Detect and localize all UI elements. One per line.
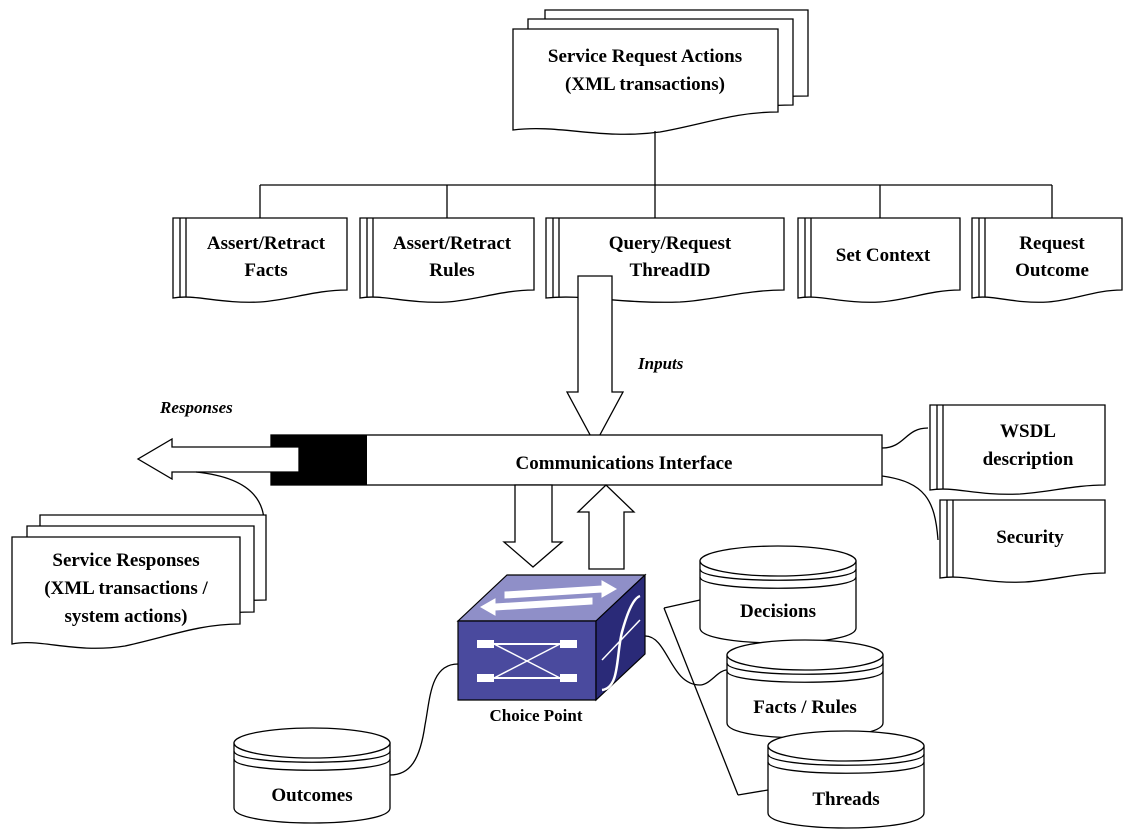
action-tree-connector [259,131,1053,218]
inputs-label: Inputs [637,354,684,373]
wsdl-description-doc: WSDL description [929,404,1106,495]
store-threads: Threads [767,730,925,829]
store-label: Facts / Rules [753,697,856,718]
action-label-line2: Rules [429,260,474,281]
action-label-line1: Assert/Retract [393,233,512,254]
responses-connector [195,471,265,521]
security-doc: Security [939,499,1106,583]
store-decisions: Decisions [699,545,857,644]
service-responses-doc: Service Responses (XML transactions / sy… [11,514,267,649]
security-label: Security [996,527,1064,548]
request-actions-title-line1: Service Request Actions [548,46,742,67]
action-doc-set-context: Set Context [797,217,961,303]
wsdl-connector [881,427,929,449]
responses-arrow [136,437,300,481]
responses-label: Responses [159,398,233,417]
action-label-line1: Set Context [836,245,931,266]
interface-label: Communications Interface [516,453,733,474]
action-label-line1: Query/Request [609,233,732,254]
action-doc-request-outcome: Request Outcome [971,217,1123,303]
stores-connector [644,635,728,686]
action-label-line2: Outcome [1015,260,1089,281]
responses-doc-line3: system actions) [65,606,188,627]
outcomes-connector [389,663,459,776]
store-label: Decisions [740,601,816,622]
action-doc-assert-retract-rules: Assert/Retract Rules [359,217,535,303]
action-label-line1: Assert/Retract [207,233,326,254]
action-label-line2: ThreadID [630,260,711,281]
wsdl-label-line1: WSDL [1000,421,1056,442]
request-actions-title-line2: (XML transactions) [565,74,725,95]
switch-ports [477,640,577,682]
choice-point-switch [456,573,647,702]
inputs-arrow [565,275,625,446]
responses-doc-line1: Service Responses [52,550,199,571]
responses-doc-line2: (XML transactions / [44,578,208,599]
service-request-actions-doc: Service Request Actions (XML transaction… [512,9,809,135]
down-arrow [502,484,564,568]
communications-interface: Communications Interface [270,434,883,486]
store-label: Threads [812,789,879,810]
store-outcomes: Outcomes [233,727,391,824]
action-doc-assert-retract-facts: Assert/Retract Facts [172,217,348,303]
action-label-line1: Request [1019,233,1085,254]
up-arrow [576,484,636,570]
choice-point-label: Choice Point [489,706,582,725]
security-connector [881,475,939,541]
store-label: Outcomes [271,785,352,806]
stores-bracket [663,599,769,796]
action-label-line2: Facts [244,260,287,281]
wsdl-label-line2: description [983,449,1074,470]
store-facts-rules: Facts / Rules [726,639,884,739]
